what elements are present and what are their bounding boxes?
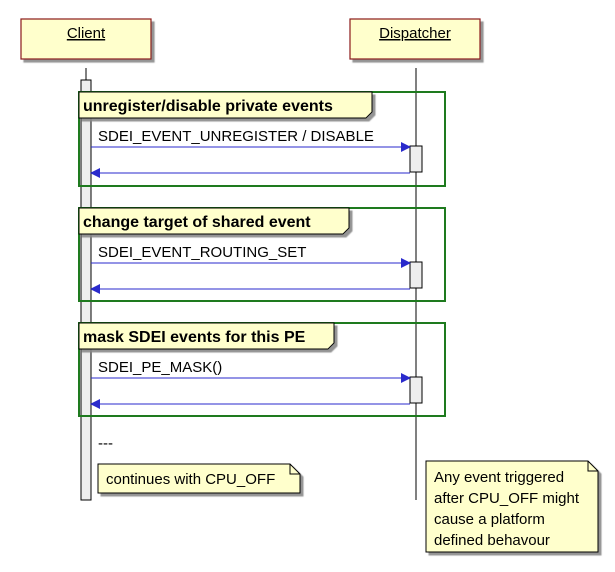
- dispatcher-activation-bar: [409, 376, 423, 404]
- group-title: mask SDEI events for this PE: [83, 329, 306, 346]
- note-client-text: continues with CPU_OFF: [106, 471, 275, 488]
- group-title: unregister/disable private events: [83, 98, 333, 115]
- note-dispatcher-line: after CPU_OFF might: [434, 490, 580, 507]
- participant-dispatcher[interactable]: Dispatcher: [349, 18, 481, 60]
- note-dispatcher-line: defined behavour: [434, 532, 550, 549]
- separator: ---: [98, 435, 113, 452]
- client-activation-bar: [80, 79, 92, 501]
- message-label: SDEI_PE_MASK(): [98, 359, 222, 376]
- group-title: change target of shared event: [83, 214, 311, 231]
- note-client: continues with CPU_OFF: [97, 463, 301, 494]
- message-label: SDEI_EVENT_ROUTING_SET: [98, 244, 306, 261]
- participant-client[interactable]: Client: [20, 18, 152, 60]
- dispatcher-activation-bar: [409, 145, 423, 173]
- dispatcher-activation-bar: [409, 261, 423, 289]
- note-dispatcher: Any event triggered after CPU_OFF might …: [425, 460, 599, 553]
- participant-dispatcher-label: Dispatcher: [379, 25, 451, 42]
- participant-client-label: Client: [67, 25, 106, 42]
- note-dispatcher-line: Any event triggered: [434, 469, 564, 486]
- group-mask-events: mask SDEI events for this PE: [78, 322, 446, 417]
- message-label: SDEI_EVENT_UNREGISTER / DISABLE: [98, 128, 374, 145]
- group-change-target: change target of shared event: [78, 207, 446, 302]
- group-unregister-disable: unregister/disable private events: [78, 91, 446, 187]
- note-dispatcher-line: cause a platform: [434, 511, 545, 528]
